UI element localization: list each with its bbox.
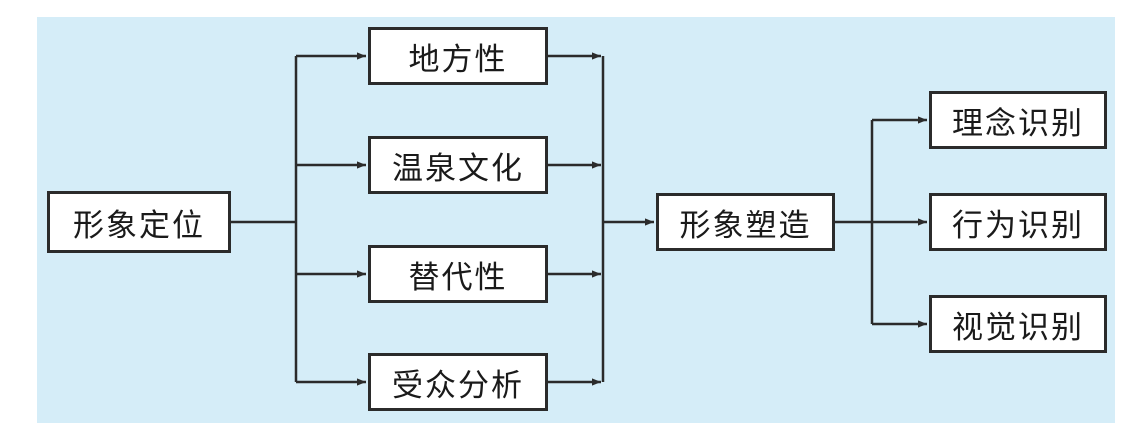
center-node: 形象塑造 [656, 193, 835, 251]
output-node-visual-identity: 视觉识别 [929, 295, 1107, 353]
factor-node-locality: 地方性 [368, 27, 548, 85]
output-node-concept-identity: 理念识别 [929, 91, 1107, 149]
root-node: 形象定位 [47, 191, 231, 253]
output-node-behavior-identity: 行为识别 [929, 193, 1107, 251]
factor-node-audience-analysis: 受众分析 [368, 353, 548, 411]
factor-node-hot-spring-culture: 温泉文化 [368, 136, 548, 194]
factor-node-substitutability: 替代性 [368, 245, 548, 303]
